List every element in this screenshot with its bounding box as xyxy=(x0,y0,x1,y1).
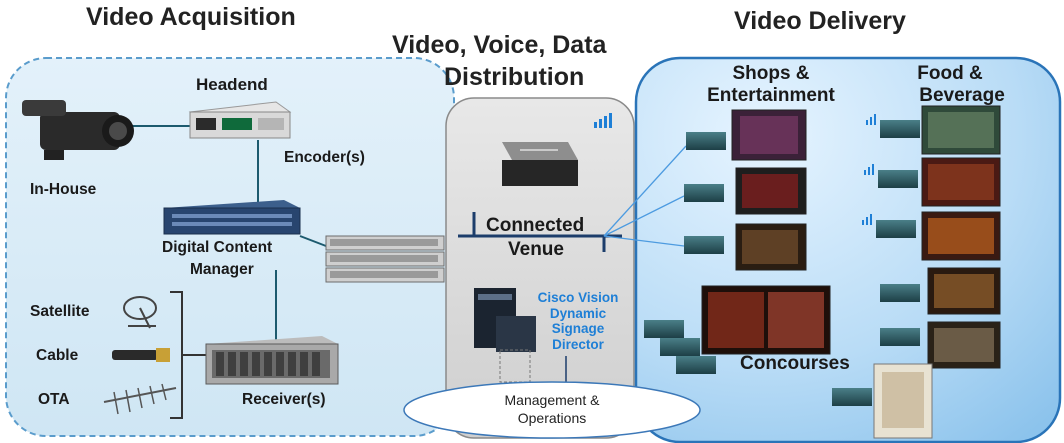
core-switch-icon xyxy=(502,142,578,186)
mgmt-line2: Operations xyxy=(517,409,587,426)
mgmt-line1: Management & xyxy=(504,392,600,408)
venue-label: Venue xyxy=(508,239,564,260)
satellite-label: Satellite xyxy=(30,303,90,320)
venue-to-shops-line-3 xyxy=(603,235,685,247)
in-house-label: In-House xyxy=(30,181,97,198)
shops-label-line2: Entertainment xyxy=(707,85,835,106)
digital-content-manager-icon xyxy=(163,200,301,235)
concourses-label: Concourses xyxy=(740,353,850,374)
receivers-label: Receiver(s) xyxy=(242,391,326,408)
ota-antenna-icon xyxy=(103,383,177,415)
cable-label: Cable xyxy=(36,347,79,364)
food-label-line1: Food & xyxy=(917,63,983,84)
cisco-line3: Signage xyxy=(551,321,605,337)
video-camera-icon xyxy=(22,100,134,160)
cisco-vision-label: Cisco Vision Dynamic Signage Director xyxy=(532,290,624,352)
cisco-line4: Director xyxy=(552,336,604,352)
shops-label-line1: Shops & xyxy=(732,63,810,84)
ota-label: OTA xyxy=(38,391,70,408)
venue-to-shops-line-2 xyxy=(603,195,685,237)
food-label-line2: Beverage xyxy=(919,85,1005,106)
signage-screen-icons xyxy=(701,105,1001,439)
cable-connector-icon xyxy=(112,348,170,362)
encoder-device-icon xyxy=(188,101,292,139)
management-ellipse xyxy=(403,381,701,439)
delivery-wireless-icons xyxy=(862,114,876,225)
connected-label: Connected xyxy=(486,215,585,236)
signage-server-icon xyxy=(474,288,536,383)
switch-stack-icon xyxy=(325,235,445,283)
venue-to-shops-line-1 xyxy=(603,145,687,237)
cisco-line1: Cisco Vision xyxy=(537,290,619,305)
satellite-dish-icon xyxy=(123,296,157,329)
video-acquisition-title: Video Acquisition xyxy=(86,3,296,31)
headend-label: Headend xyxy=(196,75,268,94)
video-delivery-title: Video Delivery xyxy=(734,7,906,35)
encoders-label: Encoder(s) xyxy=(284,149,365,166)
dcm-label-line1: Digital Content xyxy=(162,239,273,256)
wireless-signal-icon xyxy=(594,113,612,128)
cisco-line2: Dynamic xyxy=(549,305,607,321)
input-bracket xyxy=(170,291,206,419)
dcm-to-switch-line xyxy=(299,235,327,247)
acquisition-panel xyxy=(5,57,455,437)
distribution-title-line2: Distribution xyxy=(444,63,585,91)
media-player-box-icons xyxy=(644,120,920,406)
receiver-chassis-icon xyxy=(205,336,339,385)
dcm-label-line2: Manager xyxy=(190,261,254,278)
management-operations-label: Management & Operations xyxy=(472,392,632,427)
distribution-title-line1: Video, Voice, Data xyxy=(392,31,607,59)
